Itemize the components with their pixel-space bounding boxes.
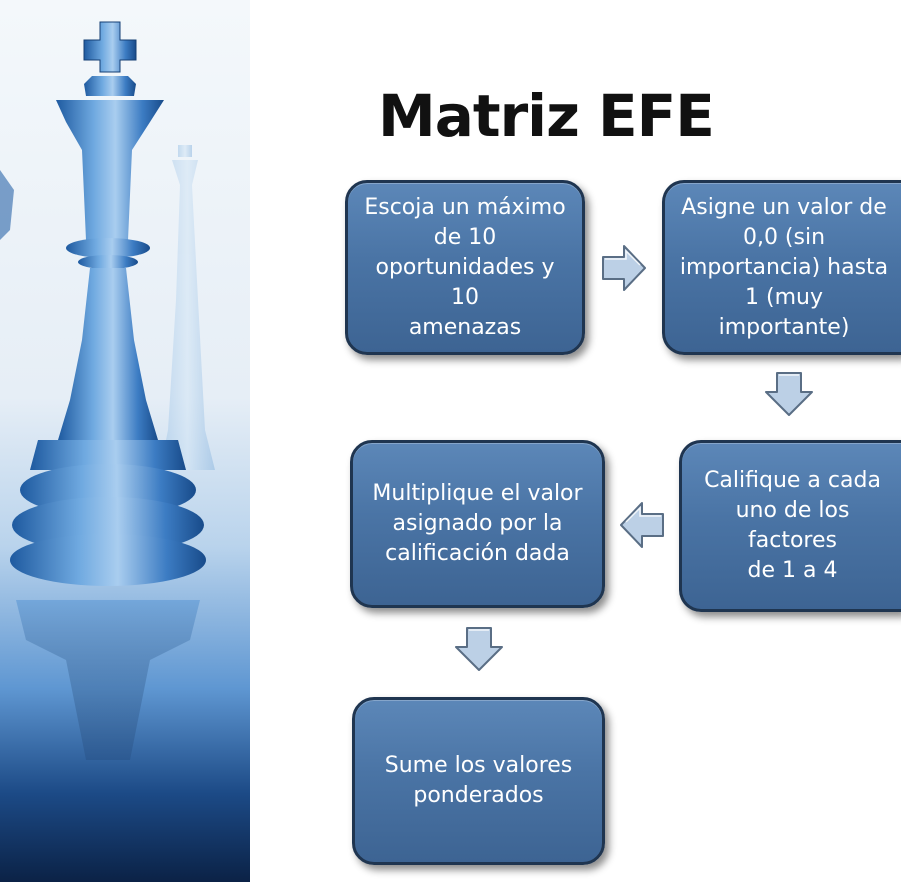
step-2-line: importancia) hasta [679, 254, 889, 280]
step-3-line: de 1 a 4 [747, 558, 838, 583]
step-4-line: asignado por la [392, 511, 563, 536]
step-1-line: amenazas [408, 314, 522, 340]
step-5-line: ponderados [413, 783, 544, 808]
step-box-5: Sume los valores ponderados [352, 697, 605, 865]
step-box-1: Escoja un máximo de 10 oportunidades y 1… [345, 180, 585, 355]
step-1-line: de 10 [433, 224, 497, 250]
step-box-4-text: Multiplique el valor asignado por la cal… [372, 479, 582, 569]
step-1-line: oportunidades y 10 [375, 254, 555, 310]
step-box-2: Asigne un valor de 0,0 (sin importancia)… [662, 180, 901, 355]
step-box-3-text: Califique a cada uno de los factores de … [696, 466, 889, 586]
step-box-5-text: Sume los valores ponderados [385, 751, 573, 811]
step-box-1-text: Escoja un máximo de 10 oportunidades y 1… [362, 193, 568, 343]
chess-king-image [0, 0, 250, 882]
step-4-line: Multiplique el valor [372, 481, 583, 506]
page-title: Matriz EFE [378, 82, 715, 150]
arrow-down-icon [765, 372, 813, 416]
step-3-line: Califique a cada [704, 468, 881, 493]
step-1-line: Escoja un máximo [364, 194, 566, 220]
step-2-line: 0,0 (sin [742, 224, 826, 250]
step-5-line: Sume los valores [384, 753, 573, 778]
step-box-2-text: Asigne un valor de 0,0 (sin importancia)… [679, 193, 889, 343]
arrow-down-icon [455, 627, 503, 671]
step-3-line: uno de los factores [735, 498, 850, 553]
arrow-left-icon [620, 502, 664, 548]
step-4-line: calificación dada [385, 541, 570, 566]
step-box-3: Califique a cada uno de los factores de … [679, 440, 901, 612]
step-2-line: 1 (muy importante) [718, 284, 850, 340]
arrow-right-icon [602, 245, 646, 291]
step-2-line: Asigne un valor de [681, 194, 887, 220]
step-box-4: Multiplique el valor asignado por la cal… [350, 440, 605, 608]
